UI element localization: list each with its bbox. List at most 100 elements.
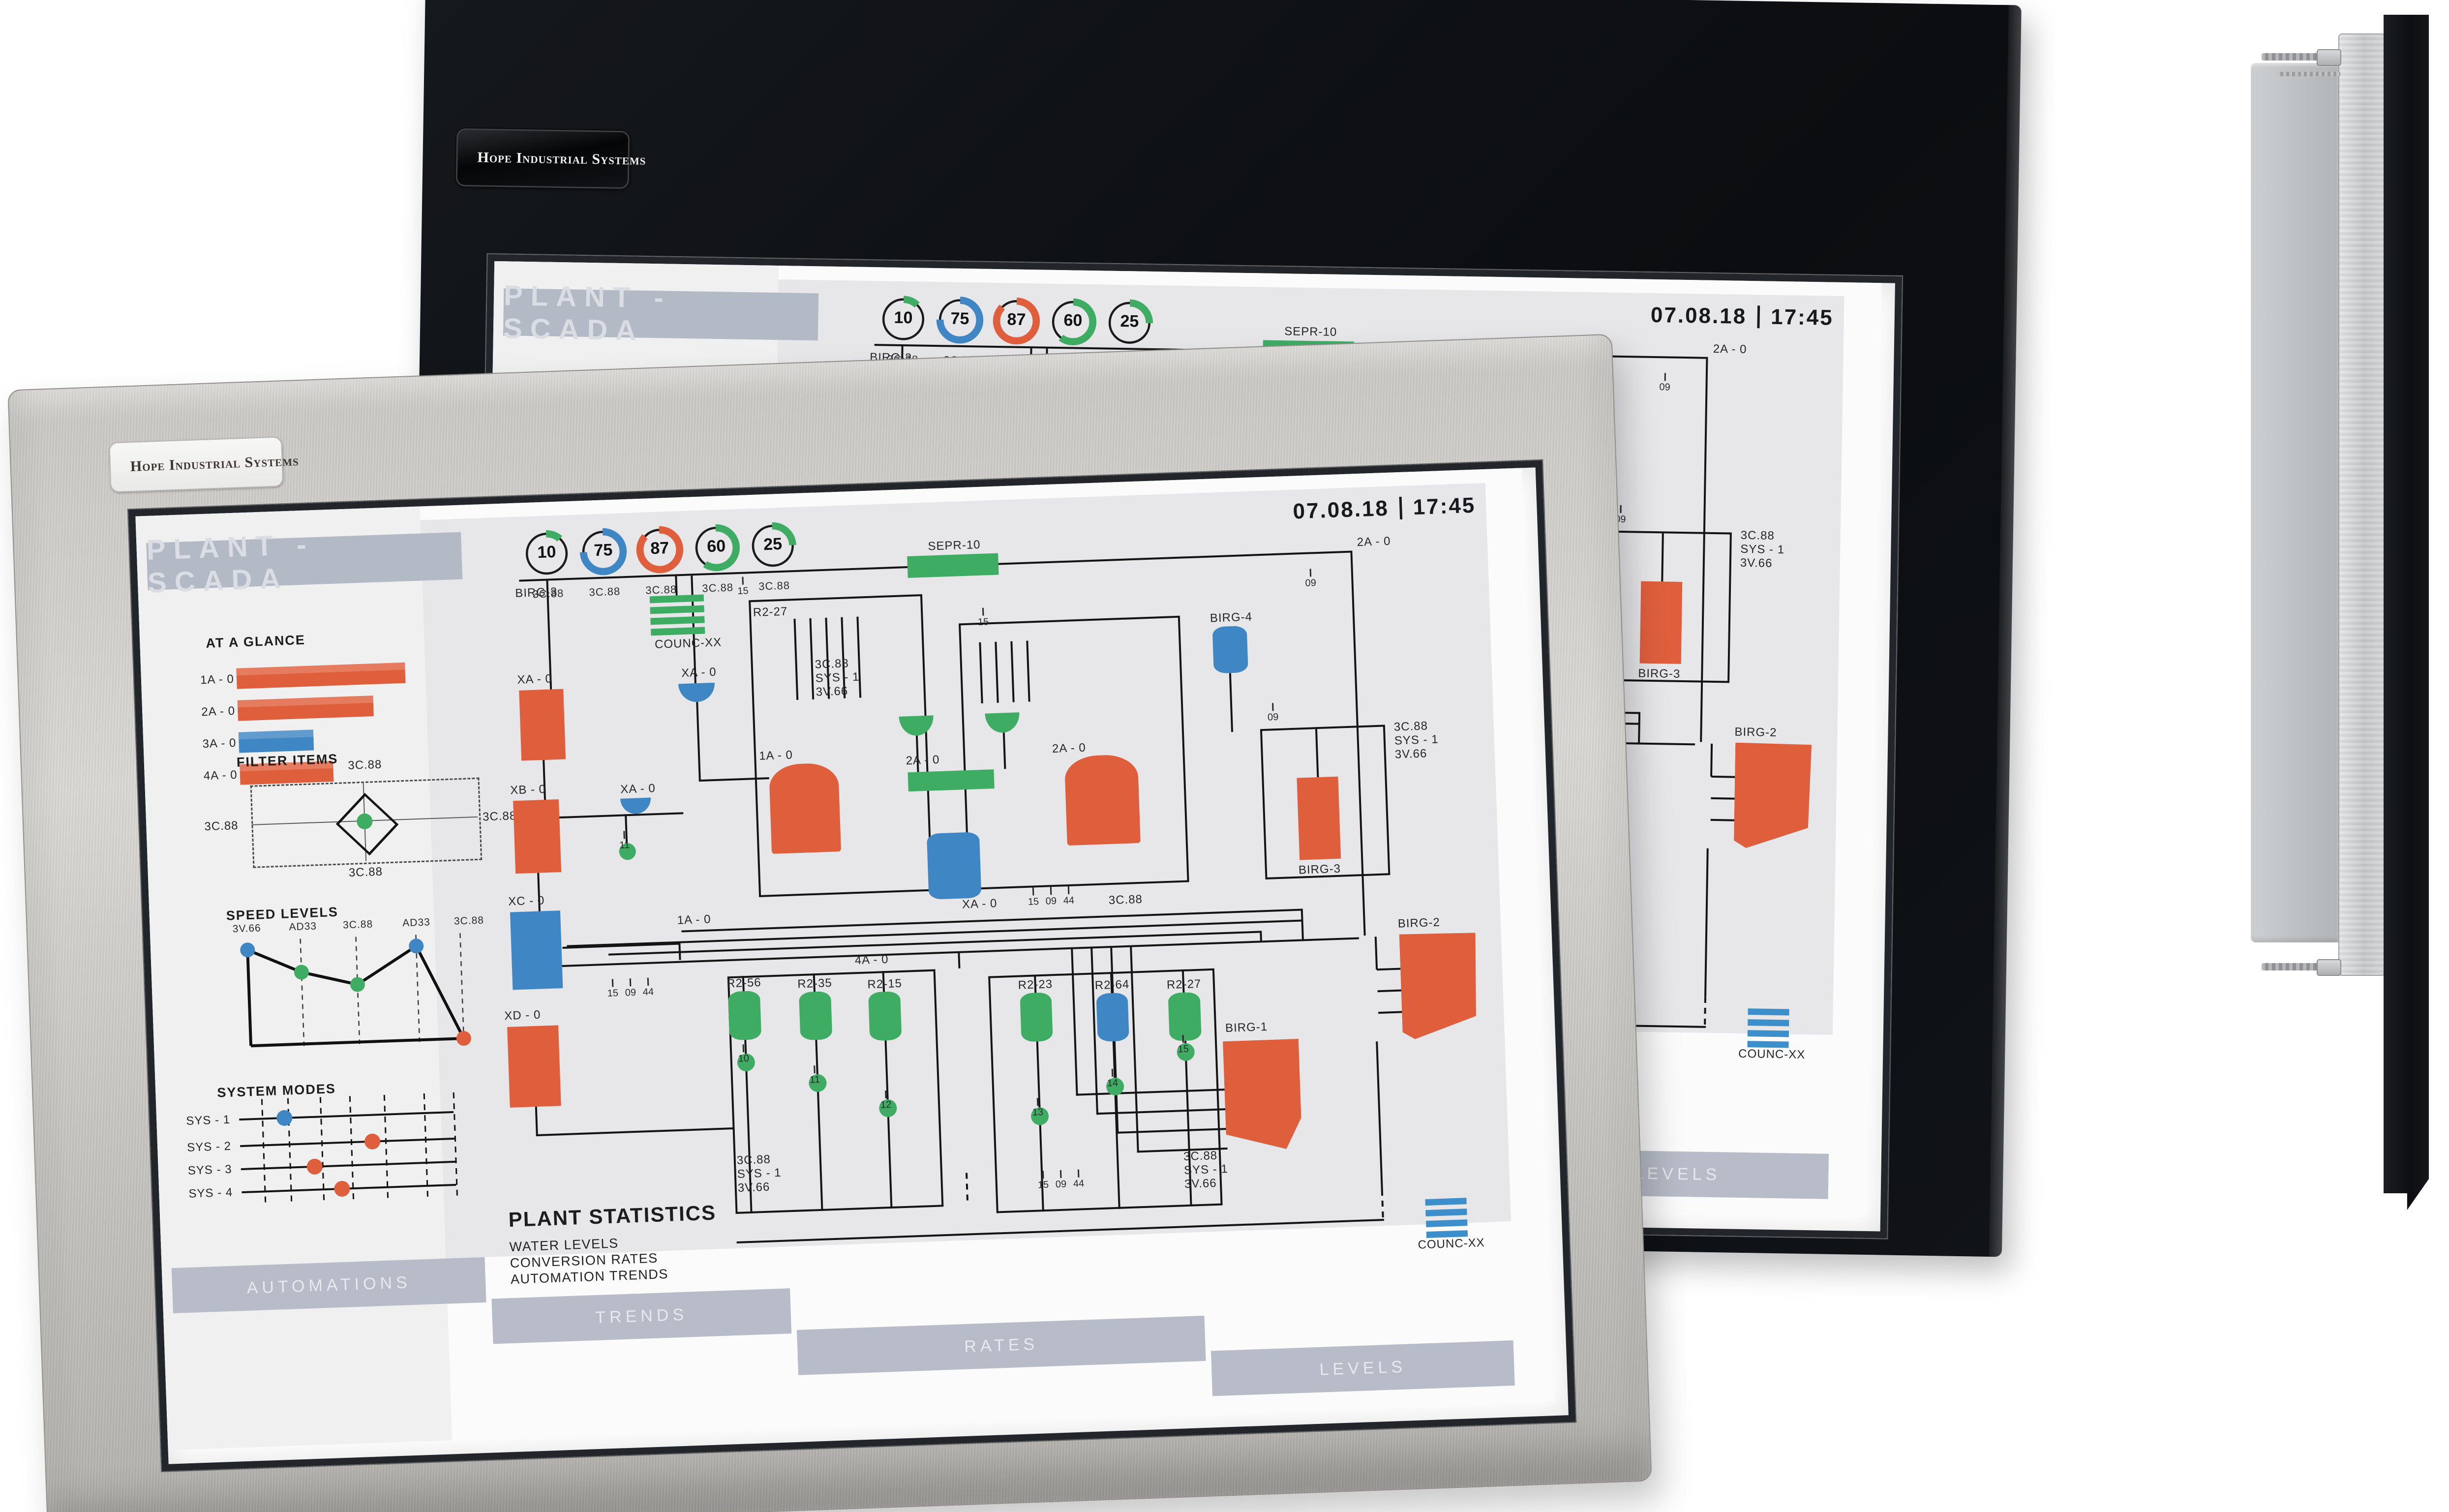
diagram-label: XB - 0: [510, 782, 546, 797]
process-tank: [510, 910, 563, 990]
process-tank-arched: [1064, 754, 1141, 846]
diagram-label: XA - 0: [681, 665, 717, 680]
gauge-value: 75: [593, 540, 613, 560]
time-value: 17:45: [1770, 304, 1834, 330]
date-value: 07.08.18: [1292, 496, 1390, 524]
tick-number: 15: [737, 585, 749, 597]
glance-bar: [238, 729, 314, 753]
tab-trends[interactable]: TRENDS: [491, 1288, 792, 1344]
gauge-ring: [879, 296, 927, 343]
datetime-display: 07.08.18 17:45: [1651, 303, 1834, 331]
monitor-side-profile: [2233, 10, 2445, 1215]
brand-badge-steel: Hope Industrial Systems: [109, 436, 299, 493]
diagram-label: SYS - 1: [737, 1166, 782, 1181]
steel-monitor-display: PLANT - SCADA 07.08.18 17:45 AT A GLANCE…: [135, 467, 1554, 1451]
tick-number: 14: [1107, 1077, 1119, 1089]
scada-dashboard: PLANT - SCADA 07.08.18 17:45 AT A GLANCE…: [135, 468, 1554, 1451]
tick-number: 13: [1032, 1107, 1044, 1118]
diagram-label: 3V.66: [1184, 1176, 1217, 1191]
diagram-label: 2A - 0: [1713, 342, 1747, 356]
diagram-label: SYS - 1: [815, 670, 860, 685]
diagram-label: SYS - 1: [1183, 1162, 1229, 1178]
process-tank-arched: [768, 762, 842, 854]
page-title: PLANT - SCADA: [146, 528, 315, 599]
process-cylinder: [1096, 992, 1129, 1042]
tab-rates[interactable]: RATES: [796, 1315, 1206, 1375]
tick-number: 44: [1073, 1178, 1085, 1190]
diagram-label: BIRG-2: [1734, 725, 1777, 740]
monitor-steel-front: Hope Industrial Systems PLANT - SCADA 07…: [7, 333, 1652, 1512]
process-cylinder: [868, 991, 902, 1041]
gauge-ring: [1106, 299, 1153, 346]
tick-number: 09: [625, 987, 636, 998]
process-hopper: [1223, 1039, 1302, 1151]
gauge-value: 10: [894, 308, 913, 328]
diagram-label: 3C.88: [736, 1152, 771, 1167]
diagram-tick: 13: [1032, 1098, 1044, 1119]
diagram-label: 2A - 0: [1052, 741, 1087, 756]
tab-label: LEVELS: [1633, 1164, 1721, 1184]
gauge-ring: [936, 297, 984, 344]
modes-row-label: SYS - 2: [186, 1139, 232, 1154]
tick-number: 09: [1305, 577, 1317, 589]
diagram-label: 3C.88: [1740, 528, 1775, 543]
gauge-10: 103C.88: [519, 526, 575, 602]
gauge-value: 25: [1120, 311, 1139, 331]
diagram-label: BIRG-3: [1298, 862, 1341, 877]
glance-bar-label: 2A - 0: [201, 704, 236, 719]
gauge-value: 60: [1063, 311, 1083, 330]
diagram-label: R2-23: [1018, 977, 1053, 992]
diagram-label: COUNC-XX: [654, 635, 722, 652]
gauge-value: 87: [1007, 310, 1026, 329]
diagram-tick-group: 44: [1073, 1169, 1085, 1190]
diagram-tick: 12: [880, 1090, 892, 1111]
diagram-label: SYS - 1: [1740, 542, 1785, 557]
counc-hash-bar: [1748, 1008, 1789, 1016]
process-cylinder: [1020, 992, 1053, 1042]
gauge-10: 103C.88: [876, 292, 931, 366]
modes-row-label: SYS - 1: [185, 1113, 231, 1128]
glance-bar-label: 3A - 0: [202, 736, 237, 751]
process-tank: [907, 769, 995, 792]
diagram-tick: 15: [1177, 1035, 1189, 1056]
diagram-label: 1A - 0: [677, 912, 711, 927]
diagram-label: COUNC-XX: [1418, 1236, 1485, 1252]
diagram-label: R2-27: [753, 605, 788, 620]
diagram-label: BIRG-2: [1397, 915, 1441, 931]
lighthouse-icon: [470, 140, 471, 175]
tick-number: 44: [642, 986, 654, 998]
gauge-ring: [579, 528, 627, 575]
diagram-label: BIRG-4: [1209, 610, 1253, 625]
tab-label: LEVELS: [1319, 1357, 1407, 1379]
diagram-tick-group: 44: [642, 978, 654, 998]
counc-hash-bar: [1425, 1219, 1468, 1228]
diagram-label: 1A - 0: [758, 748, 793, 763]
process-cylinder: [926, 832, 982, 900]
lighthouse-icon: [123, 450, 124, 484]
tick-number: 15: [1037, 1179, 1049, 1191]
gauge-value: 87: [650, 538, 669, 558]
page-title: PLANT - SCADA: [503, 279, 672, 347]
page-title-banner: PLANT - SCADA: [503, 279, 819, 347]
tab-levels[interactable]: LEVELS: [1210, 1340, 1515, 1396]
date-value: 07.08.18: [1650, 302, 1747, 329]
process-cylinder: [798, 991, 833, 1041]
diagram-label: R2-35: [797, 976, 833, 991]
tick-number: 09: [1045, 895, 1057, 907]
diagram-label: XA - 0: [517, 672, 553, 687]
gauge-value: 10: [537, 542, 557, 562]
diagram-label: R2-56: [726, 975, 762, 991]
tick-number: 15: [1028, 896, 1039, 907]
diagram-tick: 11: [809, 1065, 820, 1086]
diagram-label: COUNC-XX: [1738, 1047, 1806, 1061]
datetime-separator: [1757, 305, 1760, 329]
black-monitor-side-edge: [1989, 5, 2022, 1257]
